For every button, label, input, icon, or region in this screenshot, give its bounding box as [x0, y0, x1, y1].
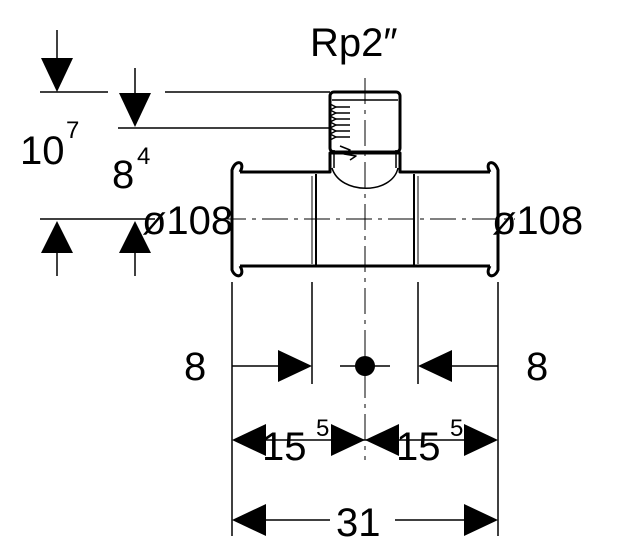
- height-inner-label: 8: [112, 153, 134, 197]
- right-press-collar: [486, 161, 500, 278]
- arrow-half-left-start: [232, 424, 266, 456]
- half-length-right-label: 15: [396, 425, 441, 469]
- arrow-overall-right: [464, 504, 498, 536]
- arrow-outer-top: [41, 58, 73, 92]
- arrow-insert-left: [278, 350, 312, 382]
- diameter-left-label: ø108: [142, 199, 233, 243]
- height-outer-label: 10: [20, 129, 65, 173]
- arrow-outer-bottom: [41, 221, 73, 253]
- arrow-overall-left: [232, 504, 266, 536]
- arrow-half-left-end: [331, 424, 365, 456]
- arrow-inner-bottom: [119, 221, 151, 253]
- length-dimensions: [231, 282, 499, 536]
- arrow-half-right-start: [365, 424, 399, 456]
- insert-depth-left-label: 8: [184, 345, 206, 389]
- overall-length-label: 31: [336, 501, 381, 545]
- arrow-insert-right: [418, 350, 452, 382]
- height-inner-superscript: 4: [137, 143, 150, 170]
- arrow-inner-top: [119, 93, 151, 127]
- arrow-half-right-end: [464, 424, 498, 456]
- half-length-right-superscript: 5: [450, 415, 463, 442]
- branch-intersection-curve: [331, 167, 399, 189]
- centerlines: [220, 78, 515, 460]
- fitting-body: [230, 90, 500, 278]
- left-press-collar: [230, 161, 244, 278]
- insert-depth-right-label: 8: [526, 345, 548, 389]
- center-point: [355, 356, 375, 376]
- half-length-left-superscript: 5: [316, 415, 329, 442]
- thread-label: Rp2″: [310, 21, 398, 65]
- diameter-right-label: ø108: [492, 199, 583, 243]
- dimension-labels: Rp2″ 10 7 8 4 ø108 ø108 8 8 15 5 15 5 31: [20, 21, 583, 545]
- thread-teeth: [329, 103, 357, 161]
- half-length-left-label: 15: [262, 425, 307, 469]
- height-dimensions: [40, 30, 330, 276]
- height-outer-superscript: 7: [66, 117, 79, 144]
